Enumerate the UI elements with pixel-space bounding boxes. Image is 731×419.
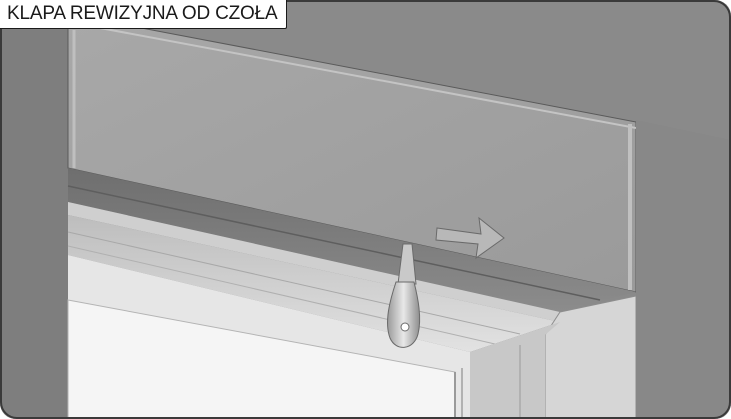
flap-top-edge	[67, 21, 637, 129]
window-glass	[67, 299, 456, 419]
frame-line-b	[67, 245, 496, 345]
right-wall	[636, 120, 731, 419]
rail-groove	[67, 185, 601, 301]
frame-right-side	[544, 295, 637, 419]
left-jamb	[0, 0, 68, 419]
figure-caption: KLAPA REWIZYJNA OD CZOŁA	[0, 0, 288, 29]
frame-line-a	[67, 231, 521, 335]
guide-rail	[68, 168, 636, 312]
frame-right-reveal	[470, 322, 560, 419]
frame-top-profile	[68, 202, 560, 322]
frame-head	[68, 215, 560, 352]
arrow-right-icon	[435, 216, 505, 260]
crank-handle-icon	[387, 243, 421, 348]
